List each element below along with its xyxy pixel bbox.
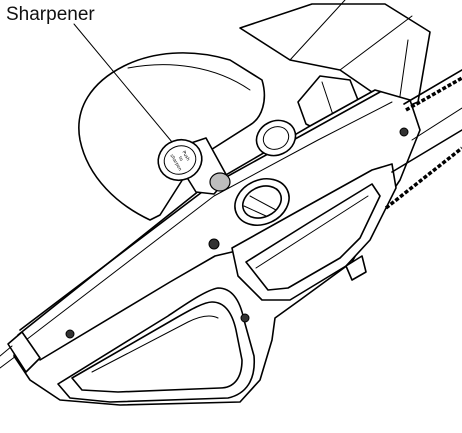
body-screw-3 xyxy=(241,314,249,322)
body-screw-1 xyxy=(209,239,219,249)
body-screw-4 xyxy=(400,128,408,136)
body-screw-2 xyxy=(66,330,74,338)
sharpener-callout-label: Sharpener xyxy=(6,4,95,26)
sharpener-base xyxy=(210,173,230,191)
